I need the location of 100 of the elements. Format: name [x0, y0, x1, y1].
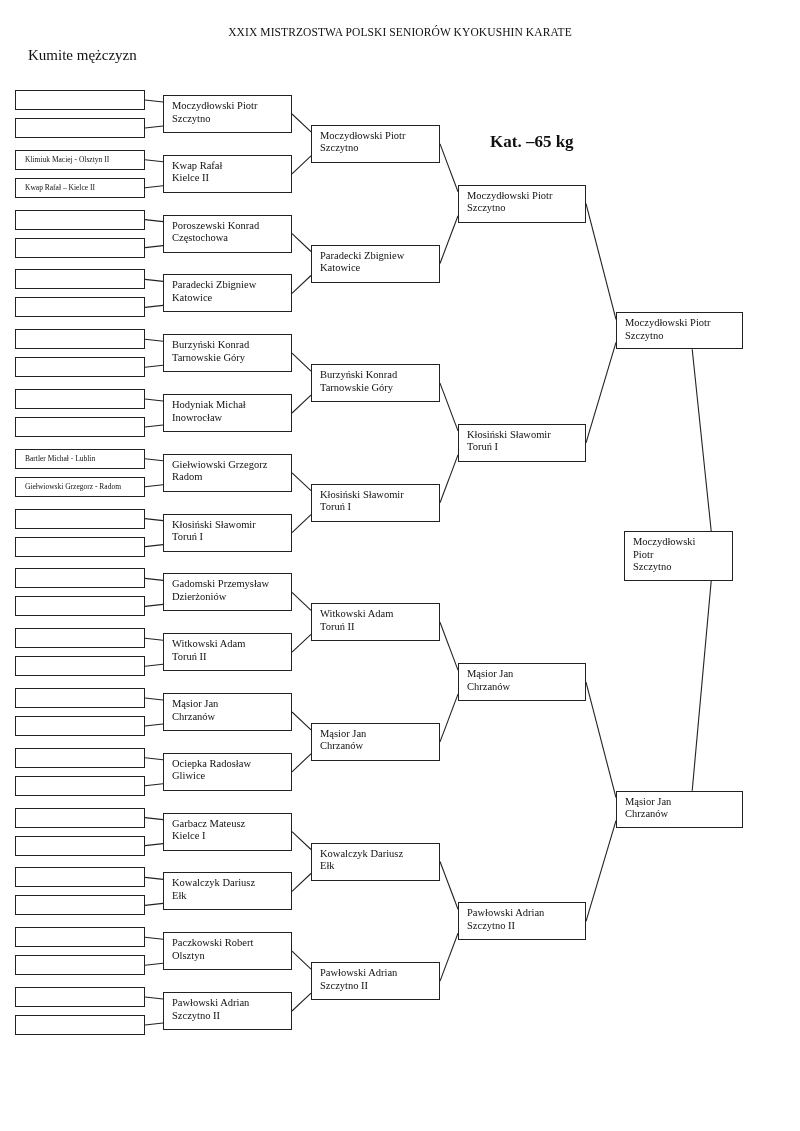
club-name: Ełk [320, 860, 336, 873]
club-name: Gliwice [172, 770, 207, 783]
bracket-box [311, 603, 440, 642]
club-name: Toruń II [172, 650, 208, 664]
bracket-line [144, 936, 164, 940]
bracket-line [144, 245, 164, 249]
event-subtitle: Kumite mężczyzn [28, 47, 137, 64]
club-name: Chrzanów [320, 740, 365, 753]
empty-slot-box [15, 927, 145, 948]
club-name: Toruń II [320, 620, 356, 634]
bracket-box [458, 184, 586, 223]
bracket-line [291, 633, 312, 653]
competitor-name: Paradecki Zbigniew [172, 279, 258, 292]
bracket-box [163, 95, 292, 133]
bracket-box [458, 902, 586, 941]
bracket-box [163, 453, 292, 492]
empty-slot-box [15, 389, 145, 409]
competitor-name: Ociepka Radosław [172, 757, 253, 771]
club-name: Szczytno II [172, 1009, 222, 1022]
bracket-line [291, 155, 312, 175]
bracket-box [163, 992, 292, 1030]
club-name: Szczytno II [467, 919, 517, 933]
bracket-line [144, 338, 164, 342]
competitor-name: Hodyniak Michał [172, 399, 247, 412]
bracket-line [144, 1022, 164, 1026]
bracket-line [291, 472, 312, 492]
club-name: Częstochowa [172, 232, 229, 245]
bracket-line [144, 962, 164, 966]
club-name: Kielce I [172, 830, 207, 843]
bracket-box [163, 752, 292, 791]
bracket-line [144, 697, 164, 701]
bracket-box [458, 423, 586, 462]
bracket-line [585, 681, 617, 799]
club-name: Tarnowskie Góry [320, 381, 395, 395]
bracket-box [163, 154, 292, 193]
club-name: Szczytno [625, 329, 665, 343]
club-name: Chrzanów [625, 808, 670, 821]
competitor-name: Pawłowski Adrian [320, 967, 399, 980]
competitor-name: Mąsior Jan [320, 727, 368, 741]
club-name: Chrzanów [172, 710, 217, 723]
empty-slot-box [15, 1015, 145, 1035]
empty-slot-box [15, 656, 145, 677]
bracket-box [311, 483, 440, 522]
empty-slot-box [15, 209, 145, 230]
empty-slot-box [15, 835, 145, 856]
bracket-line [439, 860, 459, 910]
bracket-line [144, 817, 164, 821]
empty-slot-box [15, 628, 145, 649]
empty-slot-box [15, 508, 145, 529]
bracket-line [144, 304, 164, 308]
competitor-name: Burzyński Konrad [320, 369, 399, 382]
bracket-line [144, 99, 164, 103]
bracket-line [144, 663, 164, 667]
competitor-name: Moczydłowski Piotr [320, 129, 407, 143]
bracket-box [163, 932, 292, 971]
bracket-box [311, 124, 440, 163]
bracket-line [585, 341, 617, 444]
club-name: Inowrocław [172, 411, 224, 424]
competitor-name: Paczkowski Robert [172, 937, 255, 950]
bracket-line [291, 753, 312, 773]
bracket-line [439, 454, 459, 504]
bracket-line [144, 996, 164, 1000]
bracket-line [291, 514, 312, 534]
empty-slot-box [15, 237, 145, 258]
bracket-line [291, 274, 312, 294]
empty-slot-box [15, 297, 145, 318]
bracket-box [163, 394, 292, 432]
bracket-line [439, 932, 459, 982]
empty-slot-box [15, 357, 145, 378]
bracket-line [291, 394, 312, 414]
bracket-box [163, 693, 292, 731]
bracket-box [163, 513, 292, 552]
competitor-name: Mąsior Jan [172, 698, 220, 711]
bracket-line [144, 364, 164, 368]
empty-slot-box [15, 596, 145, 617]
bracket-box [311, 722, 440, 761]
club-name: Toruń I [467, 441, 500, 454]
bracket-box [163, 573, 292, 612]
bracket-line [144, 125, 164, 129]
bracket-line [291, 352, 312, 372]
competitor-name: Witkowski Adam [172, 638, 247, 651]
entry-slot-box [15, 448, 145, 469]
bracket-box [311, 364, 440, 403]
bracket-line [585, 820, 617, 922]
club-name: Dzierżoniów [172, 590, 228, 604]
bracket-line [144, 843, 164, 847]
bracket-line [144, 723, 164, 727]
bracket-line [144, 458, 164, 462]
empty-slot-box [15, 895, 145, 916]
club-name: Radom [172, 471, 204, 484]
empty-slot-box [15, 536, 145, 557]
club-name: Szczytno [320, 142, 360, 155]
bracket-box [616, 312, 743, 350]
competitor-name: Kowalczyk Dariusz [172, 877, 257, 890]
bracket-line [144, 278, 164, 282]
bracket-line [439, 621, 459, 671]
bracket-line [144, 424, 164, 428]
competitor-name: Giełwiowski Grzegorz [172, 458, 269, 472]
bracket-box [458, 663, 586, 702]
competitor-name: Burzyński Konrad [172, 339, 251, 352]
